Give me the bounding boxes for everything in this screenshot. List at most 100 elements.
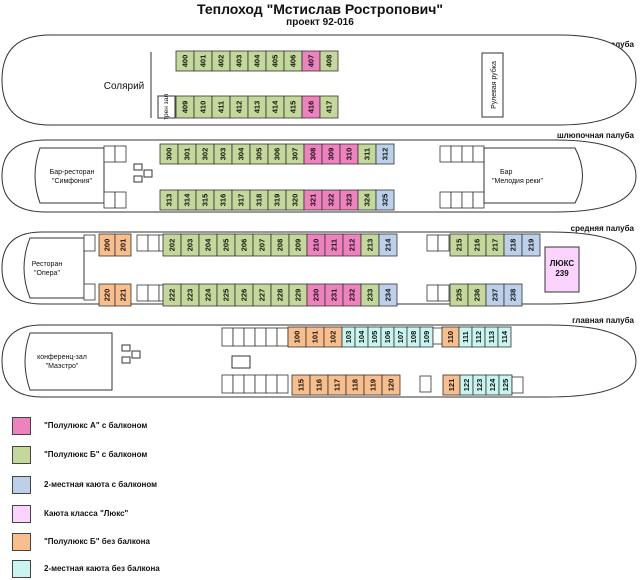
service-room	[472, 191, 485, 209]
cabin-cell	[319, 50, 339, 72]
service-room	[276, 327, 289, 347]
cabin-number: 122	[462, 379, 471, 392]
cabin-number: 212	[348, 239, 357, 252]
service-room	[231, 355, 251, 369]
cabin-number: 321	[309, 194, 318, 207]
cabin-number: 205	[222, 239, 231, 252]
wheelhouse-room	[481, 52, 504, 118]
cabin-number: 234	[384, 288, 393, 301]
cabin-cell	[381, 374, 401, 396]
cabin-number: 404	[253, 54, 262, 67]
cabin-cell	[503, 283, 523, 307]
cabin-number: 206	[240, 239, 249, 252]
cabin-cell	[378, 233, 398, 257]
gym-label: трен зал	[163, 94, 170, 120]
legend-item: "Полулюкс Б" с балконом	[12, 446, 412, 466]
service-room	[232, 327, 245, 347]
conference-name: "Маэстро"	[46, 363, 79, 370]
cabin-number: 306	[273, 148, 282, 161]
cabin-number: 114	[500, 330, 509, 343]
lux-label: ЛЮКС	[550, 259, 575, 268]
service-room	[221, 374, 234, 394]
legend-label: 2-местная каюта без балкона	[44, 564, 160, 573]
cabin-cell	[378, 283, 398, 307]
cabin-number: 213	[366, 239, 375, 252]
cabin-number: 103	[344, 331, 353, 344]
legend-item: "Полулюкс Б" без балкона	[12, 533, 412, 553]
cabin-number: 223	[186, 289, 195, 302]
ship-title: Теплоход "Мстислав Ростропович"	[196, 1, 443, 17]
deck-wall	[34, 147, 105, 204]
legend-label: 2-местная каюта с балконом	[44, 480, 158, 489]
project-subtitle: проект 92-016	[286, 17, 354, 28]
cabin-number: 200	[103, 239, 112, 252]
cabin-number: 118	[351, 379, 360, 391]
cabin-number: 403	[235, 55, 244, 68]
cabin-number: 311	[363, 148, 372, 160]
service-room	[136, 284, 149, 302]
cabin-number: 207	[258, 239, 267, 252]
service-room	[83, 283, 96, 301]
main-deck-label: главная палуба	[572, 316, 634, 325]
cabin-number: 416	[307, 101, 316, 114]
service-room	[103, 191, 116, 209]
cabin-number: 211	[330, 239, 339, 251]
legend-label: "Полулюкс Б" с балконом	[44, 450, 148, 459]
middle-deck-label: средняя палуба	[570, 224, 634, 233]
bar-label: Бар	[500, 169, 512, 176]
cabin-number: 320	[291, 194, 300, 207]
legend-item: 2-местная каюта с балконом	[12, 476, 412, 496]
cabin-number: 115	[297, 379, 306, 391]
cabin-number: 229	[294, 289, 303, 302]
legend-label: "Полулюкс Б" без балкона	[44, 537, 150, 546]
cabin-number: 109	[422, 331, 431, 344]
cabin-number: 302	[201, 148, 210, 161]
cabin-number: 222	[168, 289, 177, 302]
cabin-number: 215	[455, 239, 464, 252]
cabin-number: 202	[168, 239, 177, 252]
cabin-number: 314	[183, 193, 192, 206]
cabin-number: 312	[381, 148, 390, 161]
cabin-number: 301	[183, 148, 192, 161]
cabin-number: 219	[527, 239, 536, 252]
wheelhouse-label: Рулевая рубка	[490, 61, 498, 109]
legend-swatch	[12, 417, 31, 435]
service-room	[221, 327, 234, 347]
service-room	[450, 191, 463, 209]
stair-block	[131, 350, 141, 359]
cabin-number: 110	[446, 331, 455, 343]
deck-wall	[483, 147, 583, 204]
cabin-number: 101	[311, 331, 320, 344]
cabin-number: 107	[396, 331, 405, 344]
legend-swatch	[12, 560, 31, 578]
cabin-number: 415	[289, 101, 298, 114]
service-room	[419, 375, 432, 393]
service-room	[461, 191, 474, 209]
cabin-number: 119	[369, 379, 378, 391]
cabin-number: 217	[491, 239, 500, 252]
service-room	[461, 145, 474, 163]
cabin-number: 414	[271, 100, 280, 113]
bar-name: "Мелодия реки"	[492, 178, 543, 185]
deck-wall	[23, 237, 85, 299]
cabin-number: 204	[204, 238, 213, 251]
cabin-number: 203	[186, 239, 195, 252]
cabin-cell	[114, 233, 132, 257]
cabin-number: 104	[357, 330, 366, 343]
cabin-number: 324	[363, 193, 372, 206]
cabin-number: 210	[312, 239, 321, 252]
cabin-number: 237	[491, 289, 500, 302]
cabin-number: 224	[204, 288, 213, 301]
legend-label: "Полулюкс А" с балконом	[44, 421, 148, 430]
cabin-number: 230	[312, 289, 321, 302]
cabin-number: 201	[119, 239, 128, 252]
cabin-number: 106	[383, 331, 392, 344]
cabin-number: 400	[181, 55, 190, 68]
cabin-number: 111	[461, 331, 470, 343]
service-room	[136, 234, 149, 252]
service-room	[114, 145, 127, 163]
cabin-number: 408	[325, 55, 334, 68]
service-room	[511, 376, 524, 394]
